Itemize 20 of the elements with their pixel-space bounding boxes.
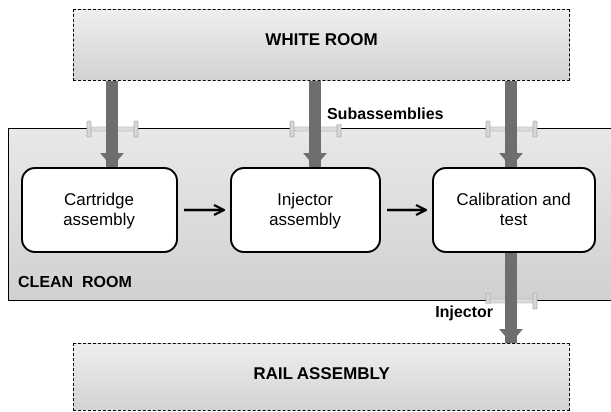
room-zone [73, 9, 570, 81]
zone-label: CLEAN ROOM [18, 274, 132, 292]
flow-arrow [499, 253, 523, 343]
room-zone [73, 343, 570, 411]
process-label: Injector assembly [268, 190, 342, 230]
edge-label: Injector [433, 304, 495, 322]
flow-arrow [499, 81, 523, 167]
process-box [230, 166, 380, 252]
flow-arrow [100, 81, 124, 167]
zone-label: RAIL ASSEMBLY [252, 364, 391, 384]
process-label: Calibration and test [456, 190, 572, 230]
arrow [184, 204, 226, 216]
zone-label: WHITE ROOM [264, 30, 379, 50]
process-label: Cartridge assembly [62, 190, 136, 230]
edge-label: Subassemblies [325, 106, 446, 124]
room-zone [8, 128, 611, 301]
process-box [432, 166, 596, 252]
flow-arrow [303, 81, 327, 167]
process-box [20, 166, 178, 252]
arrow [387, 204, 428, 216]
